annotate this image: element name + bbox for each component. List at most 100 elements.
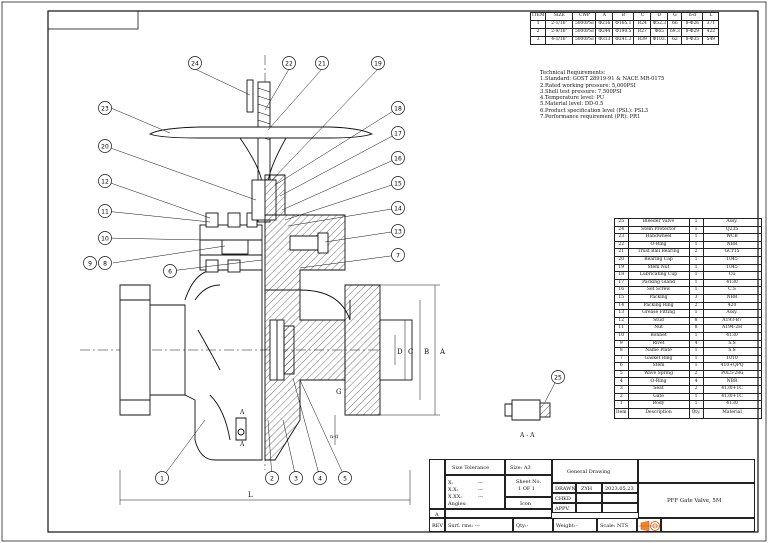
bom-cell: NBR	[702, 293, 762, 303]
dim-l-label: L	[248, 491, 253, 499]
size-table-cell: 69.3	[667, 28, 683, 37]
balloon-11: 11	[98, 204, 112, 218]
tolerance-values-cell: X: X.X: X.XX: Angles: --- --- ---	[445, 475, 505, 509]
bom-cell: 4	[688, 377, 704, 387]
rev-label: REV	[429, 518, 445, 532]
bom-cell: Packing	[627, 293, 690, 303]
svg-text:16: 16	[394, 156, 402, 163]
balloon-14: 14	[391, 201, 405, 215]
balloon-16: 16	[391, 151, 405, 165]
requirement-line: 7.Performance requirement (PR): PR1	[540, 114, 641, 121]
checked-date	[602, 493, 638, 503]
bom-cell: O-Ring	[627, 240, 690, 250]
blank-cell	[638, 459, 755, 483]
requirement-line: 3.Shell test pressure: 7,500PSI	[540, 88, 622, 95]
requirement-line: 5.Material level: DD-0.5	[540, 101, 604, 108]
balloon-1: 1	[155, 471, 169, 485]
bom-cell: 12	[614, 316, 629, 326]
bom-cell: Rivet	[627, 339, 690, 349]
size-table-header-cell: CWP	[572, 12, 597, 21]
svg-text:18: 18	[394, 106, 402, 113]
callout-balloons: 1 2 3 4 5 6 7 8 9 10 11 12 13 14 15 16 1…	[83, 56, 565, 485]
bom-cell: 21	[614, 248, 629, 257]
balloon-13: 13	[391, 224, 405, 238]
svg-text:2: 2	[270, 476, 274, 483]
bom-cell: 5	[614, 369, 629, 379]
bom-cell: 420	[702, 301, 762, 311]
revision-column	[429, 459, 445, 509]
size-table-header-cell: A	[595, 12, 614, 21]
checked-label: CHKD	[552, 493, 576, 503]
drawn-label: DRAWN	[552, 483, 576, 493]
section-mark-bottom: A	[239, 441, 245, 448]
balloon-9: 9	[83, 256, 97, 270]
bom-cell: 20	[614, 255, 629, 265]
svg-text:25: 25	[554, 375, 562, 382]
balloon-8: 8	[98, 256, 112, 270]
size-table-cell: Φ52.3	[650, 20, 669, 29]
blank-footer	[661, 518, 755, 532]
bom-cell: Seat	[627, 385, 690, 394]
bom-cell: Gasket Ring	[627, 354, 690, 364]
bom-cell: 4130	[702, 278, 762, 288]
balloon-23: 23	[98, 101, 112, 115]
bom-cell: 16	[614, 286, 629, 295]
balloon-4: 4	[313, 471, 327, 485]
bom-cell: 14	[614, 301, 629, 311]
bom-cell: S.S	[702, 347, 762, 356]
size-table-cell: 2	[529, 28, 547, 37]
bom-cell: 1045	[702, 263, 762, 273]
balloon-12: 12	[98, 174, 112, 188]
size-table-cell: 8-Φ29	[681, 28, 704, 37]
bom-cell: NBR	[702, 377, 762, 387]
size-table-cell: Φ216	[595, 20, 614, 29]
drawing-title-cell: PFF Gate Valve, 5M	[638, 483, 755, 518]
bom-header-cell: Description	[627, 407, 690, 419]
bom-cell: 9	[614, 339, 629, 349]
approved-by	[576, 503, 602, 513]
bom-cell: 8	[614, 347, 629, 356]
bom-cell: 10	[614, 331, 629, 341]
svg-text:24: 24	[191, 61, 199, 68]
drawn-date: 2023.05.23	[602, 483, 638, 493]
bom-cell: 1045	[702, 255, 762, 265]
balloon-21: 21	[315, 56, 329, 70]
technical-requirements-title: Technical Requirements:	[540, 70, 606, 76]
approved-date	[602, 503, 638, 513]
bom-cell: 2	[688, 248, 704, 257]
size-table-cell: 8-Φ26	[681, 20, 704, 29]
drawn-by: ZYH	[576, 483, 602, 493]
general-drawing-cell: General Drawing	[552, 459, 638, 483]
svg-text:19: 19	[374, 61, 382, 68]
bom-cell: Handwheel	[627, 233, 690, 242]
bom-cell: 18	[614, 271, 629, 280]
size-table-cell: 1	[529, 20, 547, 29]
approved-label: APPV.	[552, 503, 576, 513]
size-table-cell: Φ103.	[650, 36, 669, 45]
bom-cell: 1	[688, 286, 704, 295]
bom-cell: 15	[614, 293, 629, 303]
size-table-cell: 66	[667, 20, 683, 29]
bom-cell: Cu	[702, 271, 762, 280]
size-table-cell: 4-1/16"	[545, 36, 574, 45]
svg-text:12: 12	[101, 179, 109, 186]
size-table-cell: 3	[529, 36, 547, 45]
svg-text:13: 13	[394, 229, 402, 236]
valve-drawing	[80, 55, 551, 470]
balloon-3: 3	[289, 471, 303, 485]
size-table-cell: R24	[633, 20, 652, 29]
size-table-cell: R27	[633, 28, 652, 37]
bom-cell: 7	[614, 354, 629, 364]
bom-cell: 410+QPQ	[702, 362, 762, 371]
